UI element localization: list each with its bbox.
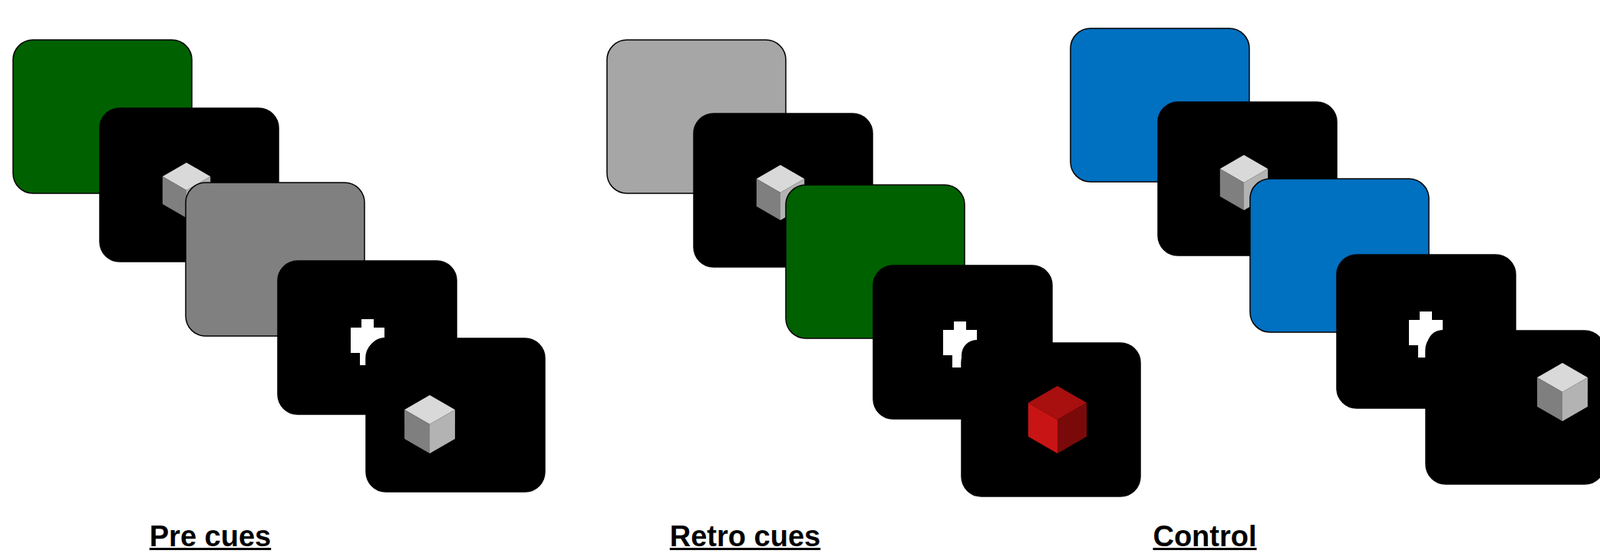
cube-left-face (162, 176, 187, 218)
cube-left-face (1220, 168, 1244, 211)
screen-layer (366, 338, 545, 492)
cube-left-face (404, 409, 430, 454)
screen-layer (961, 343, 1141, 497)
cube-right-face (1562, 377, 1588, 422)
condition-label: Retro cues (669, 520, 821, 554)
cube-stimulus (1028, 385, 1087, 454)
cube-left-face (756, 178, 781, 221)
condition-label: Control (1152, 520, 1257, 554)
screen-card (1425, 330, 1600, 485)
cube-right-face (1057, 402, 1087, 454)
cube-right-face (429, 409, 456, 454)
condition-label: Pre cues (149, 520, 271, 554)
screen-card (366, 338, 545, 492)
cube-left-face (1537, 377, 1563, 422)
screen-card (961, 343, 1141, 497)
cube-left-face (1028, 402, 1058, 454)
cube-stimulus (1537, 362, 1588, 422)
screen-layer (1425, 330, 1600, 485)
cube-stimulus (404, 395, 456, 454)
